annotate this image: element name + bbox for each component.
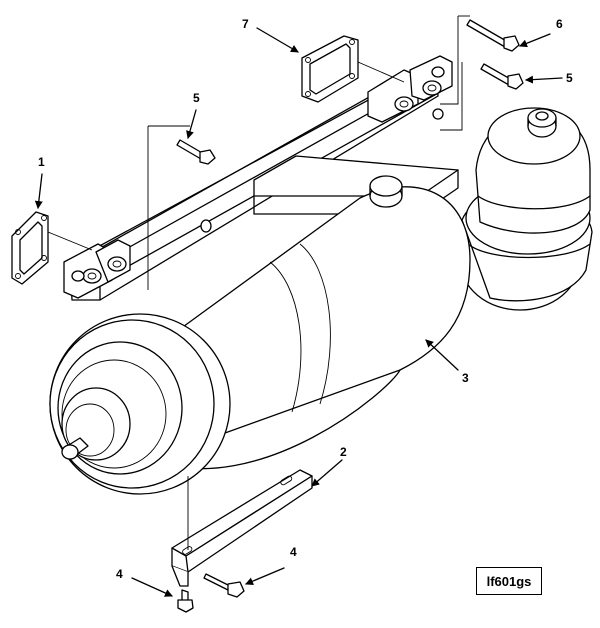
- callout-4-right: 4: [290, 545, 297, 559]
- capscrew-left: [147, 125, 216, 290]
- support-bracket: [171, 469, 313, 587]
- callout-labels: 1 2 3 4 4 5 5 6 7: [38, 17, 573, 581]
- capscrew-upper: [440, 15, 520, 105]
- starter-motor: [49, 107, 593, 495]
- gasket-left: [11, 211, 93, 285]
- capscrew-right: [440, 62, 524, 131]
- callout-2: 2: [340, 445, 347, 459]
- solenoid: [459, 107, 593, 311]
- callout-1: 1: [38, 155, 45, 169]
- figure-reference-code: lf601gs: [476, 567, 542, 595]
- gasket-top: [301, 35, 405, 103]
- capscrew-bottom-left: [177, 589, 194, 613]
- callout-arrows: [34, 27, 563, 597]
- callout-4-left: 4: [116, 567, 123, 581]
- capscrew-bottom-right: [203, 573, 245, 598]
- callout-6: 6: [556, 17, 563, 31]
- callout-5-left: 5: [193, 91, 200, 105]
- callout-5-right: 5: [566, 71, 573, 85]
- callout-3: 3: [462, 371, 469, 385]
- callout-7: 7: [242, 17, 249, 31]
